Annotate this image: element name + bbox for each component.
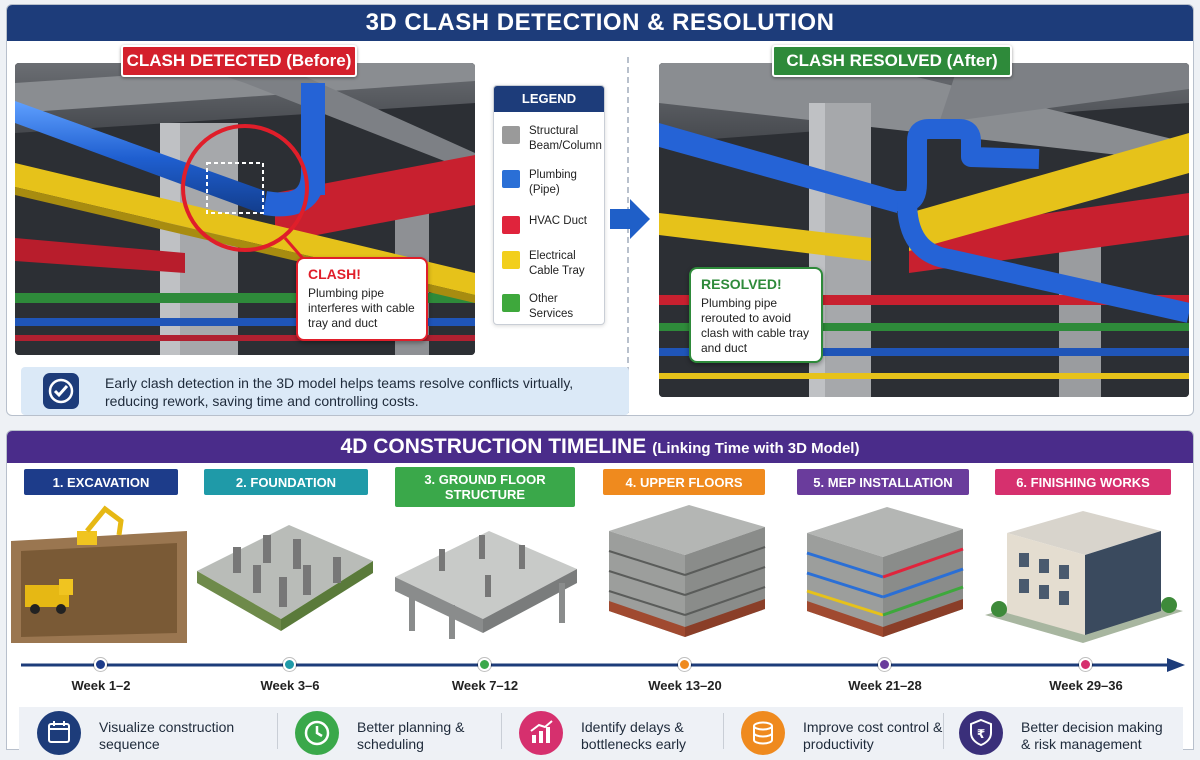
timeline-title-bar: 4D CONSTRUCTION TIMELINE (Linking Time wi…: [7, 431, 1193, 463]
resolved-callout-body: Plumbing pipe rerouted to avoid clash wi…: [701, 296, 810, 355]
week-label-5: Week 21–28: [848, 678, 922, 693]
foundation-illustration: [193, 507, 377, 635]
clash-callout-body: Plumbing pipe interferes with cable tray…: [308, 286, 415, 330]
benefit-visualize: Visualize construction sequence: [37, 711, 277, 755]
clash-detection-panel: 3D CLASH DETECTION & RESOLUTION: [6, 4, 1194, 416]
phase-label-upper-floors: 4. UPPER FLOORS: [603, 469, 765, 495]
benefit-decision: ₹ Better decision making & risk manageme…: [959, 711, 1179, 755]
clash-resolved-tag: CLASH RESOLVED (After): [772, 45, 1012, 77]
timeline-title: 4D CONSTRUCTION TIMELINE: [340, 435, 647, 458]
week-label-2: Week 3–6: [260, 678, 320, 693]
coins-icon: [741, 711, 785, 755]
excavation-illustration: [11, 501, 187, 643]
benefit-text: Better decision making & risk management: [1021, 719, 1163, 752]
benefit-delays: Identify delays & bottlenecks early: [519, 711, 729, 755]
clash-callout-title: CLASH!: [308, 266, 361, 282]
clock-icon: [295, 711, 339, 755]
clash-callout: CLASH! Plumbing pipe interferes with cab…: [296, 257, 428, 341]
week-label-3: Week 7–12: [451, 678, 519, 693]
phase-label-excavation: 1. EXCAVATION: [24, 469, 178, 495]
legend-title: LEGEND: [494, 86, 604, 112]
week-label-1: Week 1–2: [71, 678, 131, 693]
timeline-dot-1: [94, 658, 107, 671]
timeline-dot-3: [478, 658, 491, 671]
ground-floor-illustration: [389, 515, 581, 643]
chart-icon: [519, 711, 563, 755]
structural-swatch: [502, 126, 520, 144]
legend-item-label: Other Services: [529, 293, 574, 320]
plumbing-swatch: [502, 170, 520, 188]
other-services-swatch: [502, 294, 520, 312]
finishing-illustration: [985, 503, 1183, 643]
timeline-dot-5: [878, 658, 891, 671]
arrow-right-icon: [610, 199, 650, 239]
electrical-swatch: [502, 251, 520, 269]
timeline-dot-4: [678, 658, 691, 671]
upper-floors-illustration: [595, 501, 775, 643]
benefit-text: Identify delays & bottlenecks early: [581, 719, 687, 752]
benefit-divider: [723, 713, 724, 749]
week-label-6: Week 29–36: [1049, 678, 1123, 693]
legend-item-label: Plumbing (Pipe): [529, 169, 577, 196]
benefit-planning: Better planning & scheduling: [295, 711, 505, 755]
week-label-4: Week 13–20: [648, 678, 722, 693]
mep-illustration: [793, 503, 973, 643]
benefit-divider: [277, 713, 278, 749]
benefit-text: Visualize construction sequence: [99, 719, 235, 752]
panel-divider: [627, 57, 629, 413]
legend-item-label: Electrical Cable Tray: [529, 250, 585, 277]
resolved-callout: RESOLVED! Plumbing pipe rerouted to avoi…: [689, 267, 823, 363]
check-badge-icon: [43, 373, 79, 409]
svg-text:₹: ₹: [977, 727, 985, 741]
resolved-callout-title: RESOLVED!: [701, 276, 782, 292]
timeline-panel: 4D CONSTRUCTION TIMELINE (Linking Time wi…: [6, 430, 1194, 755]
benefit-cost: Improve cost control & productivity: [741, 711, 951, 755]
benefit-text: Improve cost control & productivity: [803, 719, 943, 752]
clash-before-scene: [15, 63, 475, 355]
phase-label-finishing: 6. FINISHING WORKS: [995, 469, 1171, 495]
legend-item-label: HVAC Duct: [529, 215, 587, 227]
legend-item-label: Structural Beam/Column: [529, 125, 602, 152]
hvac-swatch: [502, 216, 520, 234]
benefit-text: Better planning & scheduling: [357, 719, 465, 752]
phase-label-foundation: 2. FOUNDATION: [204, 469, 368, 495]
calendar-icon: [37, 711, 81, 755]
phase-label-ground-floor: 3. GROUND FLOOR STRUCTURE: [395, 467, 575, 507]
clash-detected-tag: CLASH DETECTED (Before): [121, 45, 357, 77]
timeline-subtitle: (Linking Time with 3D Model): [652, 440, 860, 457]
benefit-divider: [943, 713, 944, 749]
timeline-dot-6: [1079, 658, 1092, 671]
info-strip: Early clash detection in the 3D model he…: [21, 367, 629, 415]
phase-label-mep: 5. MEP INSTALLATION: [797, 469, 969, 495]
timeline-dot-2: [283, 658, 296, 671]
timeline-arrow: [21, 658, 1185, 672]
info-text: Early clash detection in the 3D model he…: [105, 375, 574, 409]
benefit-divider: [501, 713, 502, 749]
clash-after-scene: [659, 63, 1189, 397]
rupee-shield-icon: ₹: [959, 711, 1003, 755]
clash-panel-title: 3D CLASH DETECTION & RESOLUTION: [7, 5, 1193, 41]
legend: LEGEND Structural Beam/Column Plumbing (…: [493, 85, 605, 325]
